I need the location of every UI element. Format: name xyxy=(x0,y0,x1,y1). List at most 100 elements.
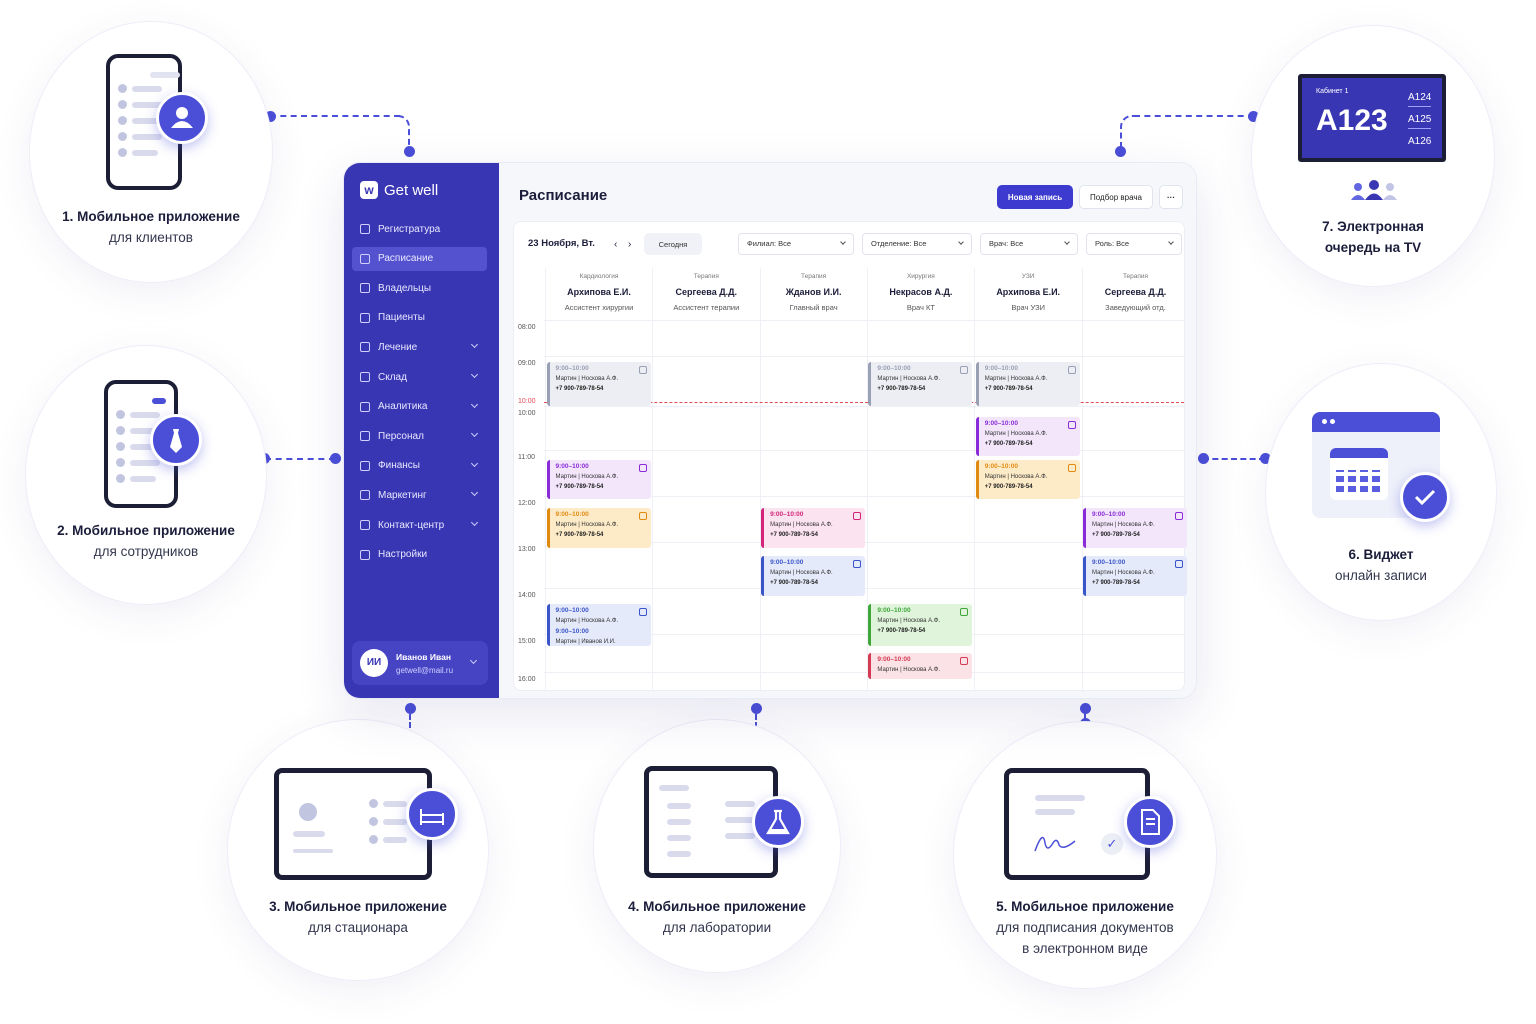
user-name: Иванов Иван xyxy=(396,651,451,662)
more-button[interactable]: ··· xyxy=(1159,185,1183,209)
feature-title: 3. Мобильное приложение xyxy=(269,899,447,914)
user-email: getwell@mail.ru xyxy=(396,665,454,675)
status-icon xyxy=(1067,420,1076,429)
avatar: ИИ xyxy=(360,649,388,677)
feature-title: 6. Виджет xyxy=(1348,547,1414,562)
hour-label: 15:00 xyxy=(518,638,536,645)
tv-queue-1: A124 xyxy=(1408,92,1432,107)
tv-queue-2: A125 xyxy=(1408,114,1432,129)
tv-current-ticket: A123 xyxy=(1316,104,1388,137)
appointment-time: 9:00–10:00 xyxy=(877,655,911,663)
appointment-time: 9:00–10:00 xyxy=(770,511,804,519)
filter-label: Филиал: Все xyxy=(747,239,792,248)
sidebar-item-10[interactable]: Контакт-центр xyxy=(352,513,487,537)
appointment-patient: Мартин | Носкова А.Ф. xyxy=(555,473,619,480)
sidebar-item-7[interactable]: Персонал xyxy=(352,424,487,448)
appointment-time: 9:00–10:00 xyxy=(555,511,589,519)
page-title: Расписание xyxy=(519,187,608,204)
sidebar-item-2[interactable]: Владельцы xyxy=(352,276,487,300)
sidebar-item-5[interactable]: Склад xyxy=(352,365,487,389)
hour-label: 09:00 xyxy=(518,360,536,367)
sidebar-item-8[interactable]: Финансы xyxy=(352,454,487,478)
filter-select-2[interactable]: Врач: Все xyxy=(980,233,1078,255)
appointment-phone: +7 900-789-78-54 xyxy=(1092,580,1140,587)
connector-3 xyxy=(409,706,411,736)
feature-lab-app: 4. Мобильное приложение для лаборатории xyxy=(594,720,840,972)
sidebar-item-label: Лечение xyxy=(378,341,418,353)
column-divider xyxy=(652,268,654,692)
chat-icon xyxy=(360,520,370,530)
schedule-date: 23 Ноября, Вт. xyxy=(528,238,595,249)
feature-title: 4. Мобильное приложение xyxy=(628,899,806,914)
sidebar-item-4[interactable]: Лечение xyxy=(352,335,487,359)
pick-doctor-button[interactable]: Подбор врача xyxy=(1079,185,1153,209)
next-day-button[interactable]: › xyxy=(628,239,632,250)
connector-dot xyxy=(751,703,762,714)
filter-select-0[interactable]: Филиал: Все xyxy=(738,233,854,255)
appointment-patient: Мартин | Носкова А.Ф. xyxy=(555,617,619,624)
sidebar-item-3[interactable]: Пациенты xyxy=(352,306,487,330)
sidebar-item-1[interactable]: Расписание xyxy=(352,246,487,271)
prev-day-button[interactable]: ‹ xyxy=(614,239,618,250)
appointment-time: 9:00–10:00 xyxy=(1092,511,1126,519)
appointment-time: 9:00–10:00 xyxy=(1092,559,1126,567)
chevron-down-icon xyxy=(470,459,479,467)
feature-subtitle: для сотрудников xyxy=(93,544,199,559)
bed-icon xyxy=(406,788,458,840)
sidebar-item-label: Расписание xyxy=(378,253,434,265)
status-icon xyxy=(1067,463,1076,472)
chevron-down-icon xyxy=(470,430,479,438)
sidebar-item-11[interactable]: Настройки xyxy=(352,543,487,567)
column-doctor: Сергеева Д.Д. xyxy=(675,287,738,297)
sidebar-item-6[interactable]: Аналитика xyxy=(352,395,487,419)
filter-label: Врач: Все xyxy=(989,239,1024,248)
user-card[interactable]: ИИ Иванов Иван getwell@mail.ru xyxy=(352,641,488,685)
sidebar-item-label: Персонал xyxy=(378,430,424,442)
new-appointment-button[interactable]: Новая запись xyxy=(997,185,1073,209)
chevron-down-icon[interactable] xyxy=(469,656,478,665)
gear-icon xyxy=(360,549,370,560)
appointment-phone: +7 900-789-78-54 xyxy=(770,532,818,539)
owners-icon xyxy=(360,283,370,294)
appointment-patient: Мартин | Носкова А.Ф. xyxy=(1092,522,1155,529)
chevron-down-icon xyxy=(1168,239,1174,245)
people-icon xyxy=(1346,180,1402,202)
filter-select-3[interactable]: Роль: Все xyxy=(1086,233,1182,255)
sidebar-item-label: Пациенты xyxy=(378,312,425,324)
appointment-time: 9:00–10:00 xyxy=(984,419,1018,427)
shield-icon xyxy=(360,342,370,353)
today-button[interactable]: Сегодня xyxy=(644,233,702,255)
appointment-time: 9:00–10:00 xyxy=(877,365,911,372)
sidebar-item-0[interactable]: Регистратура xyxy=(352,217,487,241)
feature-client-app: 1. Мобильное приложение для клиентов xyxy=(30,22,272,282)
sidebar-item-9[interactable]: Маркетинг xyxy=(352,483,487,507)
logo[interactable]: w Get well xyxy=(360,181,438,199)
connector-dot xyxy=(330,453,341,464)
feature-subtitle: для стационара xyxy=(308,920,408,935)
status-icon xyxy=(638,512,647,521)
column-dept: УЗИ xyxy=(1021,273,1035,280)
filter-select-1[interactable]: Отделение: Все xyxy=(862,233,972,255)
